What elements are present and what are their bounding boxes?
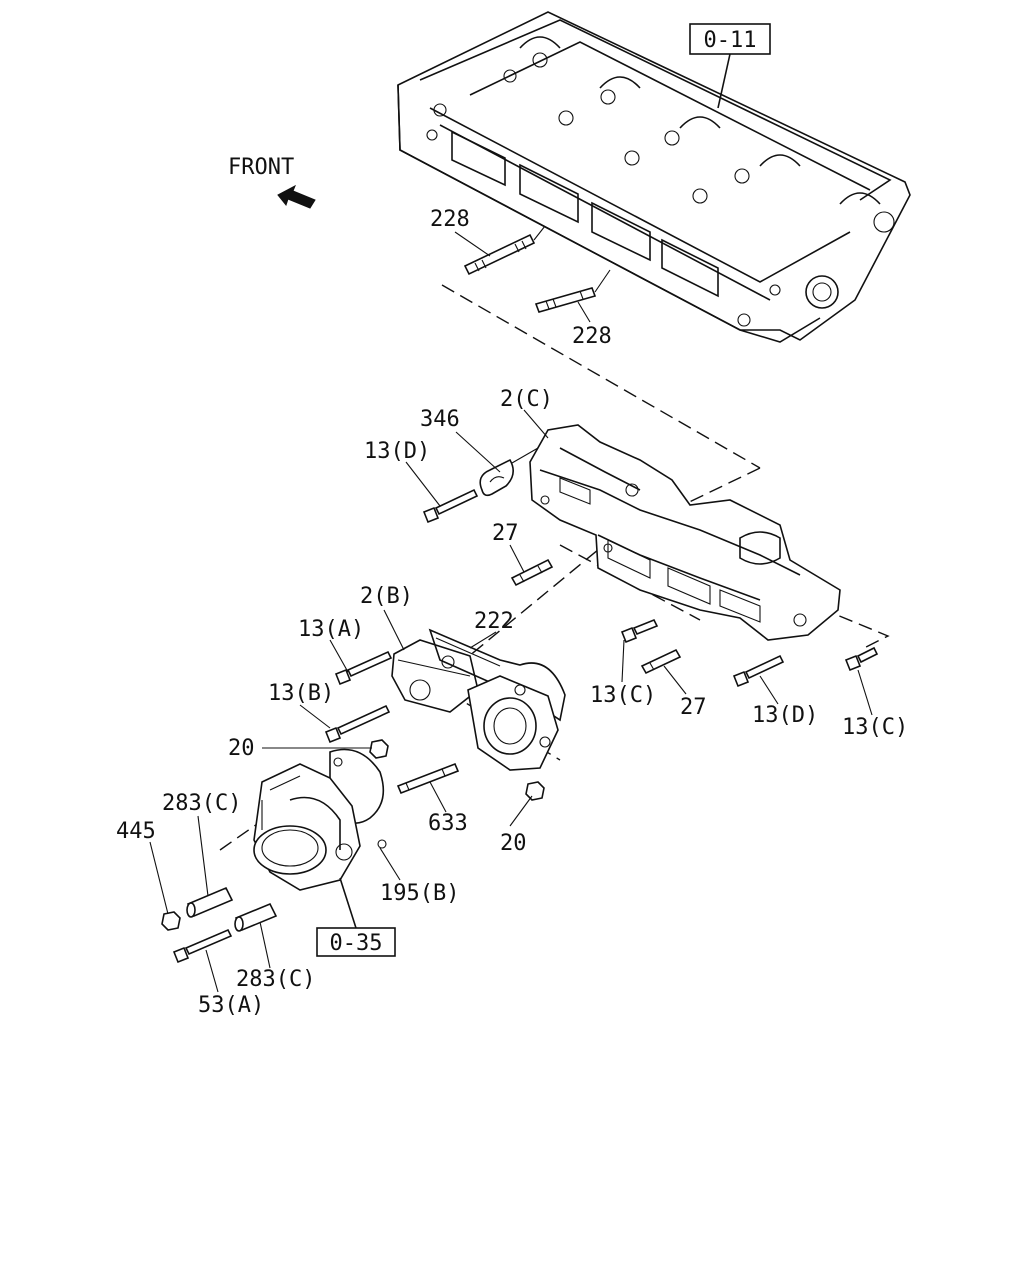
- label-20-bottom: 20: [500, 831, 527, 856]
- part-number-labels: 228 228 346 2(C) 13(D) 27 2(B) 222 13(A)…: [116, 207, 908, 1018]
- label-283c-upper: 283(C): [162, 791, 241, 816]
- label-20-left: 20: [228, 736, 255, 761]
- bolt-13a: [334, 650, 393, 686]
- label-13a: 13(A): [298, 617, 364, 642]
- stud-633: [396, 762, 460, 795]
- intake-manifold-drawing: [529, 424, 841, 641]
- stud-228-upper: [463, 225, 546, 276]
- label-27-lower: 27: [680, 695, 707, 720]
- cylinder-head-drawing: [397, 11, 911, 343]
- label-283c-lower: 283(C): [236, 967, 315, 992]
- label-13d-right: 13(D): [752, 703, 818, 728]
- throttle-housing-drawing: [467, 675, 559, 771]
- bolt-13d-right: [732, 654, 785, 688]
- front-label: FRONT: [228, 155, 294, 180]
- bolt-53a: [172, 928, 233, 964]
- label-195b: 195(B): [380, 881, 459, 906]
- hose-clip-346: [479, 447, 539, 497]
- reference-box-0-11: 0-11: [689, 23, 771, 109]
- label-222: 222: [474, 609, 514, 634]
- bolt-13c-left: [620, 618, 659, 644]
- bush-283c-lower: [234, 902, 278, 932]
- label-228-lower: 228: [572, 324, 612, 349]
- nut-445: [161, 911, 181, 931]
- nut-20-bottom: [525, 781, 545, 801]
- front-indicator: FRONT: [228, 155, 316, 209]
- label-2c: 2(C): [500, 387, 553, 412]
- nut-20-left: [369, 739, 389, 759]
- stud-228-lower: [534, 269, 611, 313]
- stud-27-upper: [510, 558, 554, 587]
- adapter-2b-drawing: [391, 639, 479, 713]
- label-445: 445: [116, 819, 156, 844]
- bush-283c-upper: [186, 886, 234, 918]
- label-2b: 2(B): [360, 584, 413, 609]
- reference-label-0-35: 0-35: [330, 931, 383, 956]
- throttle-body-assembly-drawing: [253, 763, 361, 891]
- label-53a: 53(A): [198, 993, 264, 1018]
- label-13d-left: 13(D): [364, 439, 430, 464]
- label-633: 633: [428, 811, 468, 836]
- label-228-upper: 228: [430, 207, 470, 232]
- label-13c-right: 13(C): [842, 715, 908, 740]
- bolt-13c-right: [844, 646, 879, 672]
- reference-label-0-11: 0-11: [704, 28, 757, 53]
- bolt-13b: [324, 704, 391, 744]
- label-13b: 13(B): [268, 681, 334, 706]
- gasket-222-drawing: [428, 628, 566, 722]
- front-arrow-icon: [277, 184, 316, 209]
- bolt-13d-left: [422, 488, 479, 524]
- reference-box-0-35: 0-35: [316, 877, 396, 957]
- leader-lines: [149, 231, 873, 993]
- label-27-upper: 27: [492, 521, 519, 546]
- stud-27-lower: [640, 648, 682, 675]
- label-13c-left: 13(C): [590, 683, 656, 708]
- label-346: 346: [420, 407, 460, 432]
